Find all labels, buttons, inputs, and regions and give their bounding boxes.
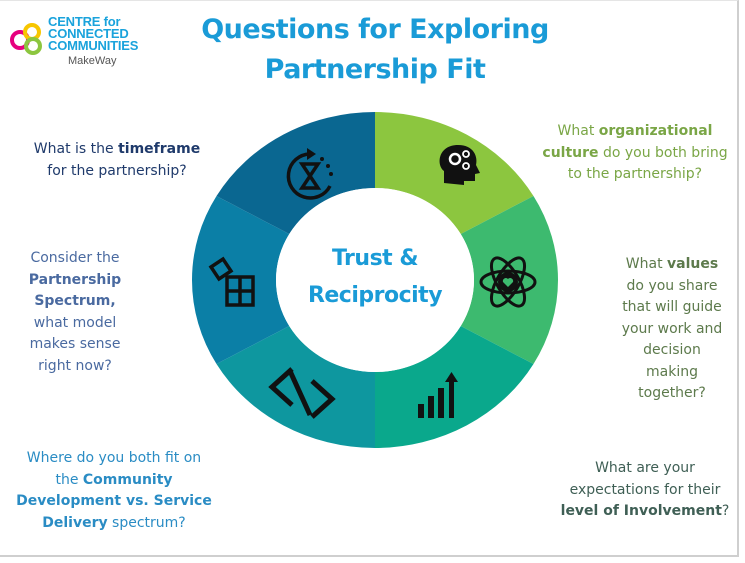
q-text: do you share that will guide your work a… — [621, 277, 723, 402]
question-values: What values do you share that will guide… — [617, 254, 727, 405]
ring-segment-timeframe — [216, 112, 375, 234]
q-text: do you both bring to the partnership? — [567, 144, 728, 183]
q-bold: level of Involvement — [560, 503, 722, 519]
q-text: What is the — [33, 141, 119, 157]
atom-heart-icon — [479, 256, 537, 308]
question-partnership: Consider the Partnership Spectrum, what … — [22, 248, 128, 377]
q-bold: Community Development vs. Service Delive… — [16, 471, 212, 531]
logo-line: COMMUNITIES — [48, 38, 139, 53]
q-bold: organizational culture — [542, 123, 713, 161]
center-circle — [276, 188, 474, 372]
logo-line: CONNECTED — [48, 26, 129, 41]
ring-segment-involvement — [375, 326, 534, 448]
logo-rings-icon — [10, 23, 42, 55]
q-text: What — [557, 123, 599, 139]
question-spectrum: Where do you both fit on the Community D… — [14, 448, 214, 534]
question-involvement: What are your expectations for their lev… — [555, 458, 735, 523]
question-culture: What organizational culture do you both … — [535, 121, 735, 186]
bar-chart-arrow-icon — [418, 372, 458, 418]
chevrons-icon — [268, 367, 336, 419]
hourglass-cycle-icon — [286, 148, 333, 200]
q-text: Where do you both fit on the — [26, 450, 202, 488]
q-bold: values — [667, 256, 719, 272]
q-text: what model makes sense right now? — [29, 314, 121, 374]
q-bold: timeframe — [118, 141, 201, 157]
center-line: Reciprocity — [307, 283, 443, 308]
logo-makeway: MakeWay — [68, 55, 117, 67]
q-text: What — [625, 256, 668, 272]
q-text: spectrum? — [107, 514, 186, 531]
question-timeframe: What is the timeframe for the partnershi… — [22, 139, 212, 182]
puzzle-icon — [208, 256, 255, 307]
q-text: ? — [721, 503, 730, 519]
q-bold: Partnership Spectrum, — [28, 271, 122, 310]
q-text: What are your expectations for their — [569, 460, 721, 498]
q-text: for the partnership? — [47, 162, 187, 179]
center-line: Trust & — [331, 246, 419, 271]
q-text: Consider the — [30, 250, 120, 266]
title-line: Partnership Fit — [264, 54, 486, 85]
center-label: Trust & Reciprocity — [285, 240, 465, 314]
page-title: Questions for Exploring Partnership Fit — [190, 10, 560, 90]
logo-line: CENTRE for — [48, 14, 121, 29]
logo: CENTRE for CONNECTED COMMUNITIES MakeWay — [8, 14, 168, 68]
head-gears-icon — [439, 145, 480, 185]
logo-text: CENTRE for CONNECTED COMMUNITIES — [48, 14, 139, 53]
title-line: Questions for Exploring — [201, 14, 549, 45]
